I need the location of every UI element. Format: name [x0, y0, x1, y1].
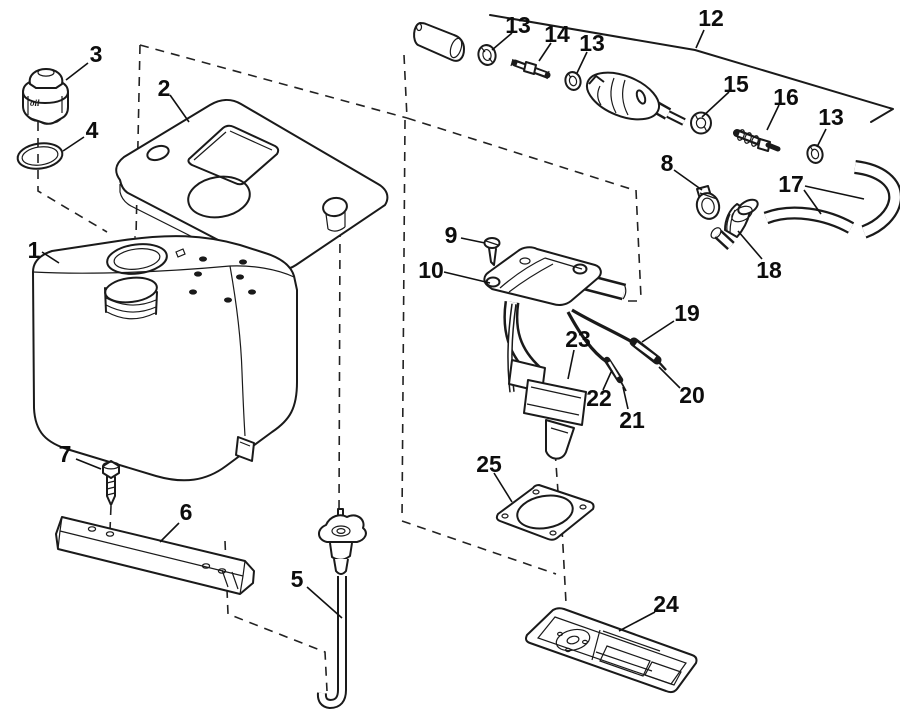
callout-16: 16 — [773, 84, 799, 110]
hose-kit-bracket-line — [489, 14, 894, 123]
cap-seal-ring — [16, 142, 64, 170]
hose-clamp-8 — [695, 185, 721, 220]
callout-19: 19 — [674, 300, 700, 326]
hose-kit-tube — [413, 22, 465, 62]
wire-lead-lower — [566, 311, 627, 392]
callout-14: 14 — [544, 21, 570, 47]
gasket — [495, 484, 595, 541]
callout-13a: 13 — [505, 12, 531, 38]
callout-18: 18 — [756, 257, 782, 283]
callout-25: 25 — [476, 451, 502, 477]
pickup-tube — [316, 508, 367, 710]
barbed-fitting-16 — [733, 129, 781, 152]
callout-1: 1 — [28, 237, 41, 263]
grommet-15 — [690, 111, 712, 135]
callout-3: 3 — [90, 41, 103, 67]
primer-bulb — [585, 71, 686, 126]
mounting-plate — [525, 607, 698, 694]
oil-tank — [32, 235, 298, 482]
wire-lead-upper — [571, 308, 667, 371]
callout-5: 5 — [291, 566, 304, 592]
callout-8: 8 — [661, 150, 674, 176]
callout-23: 23 — [565, 326, 591, 352]
callout-labels: 1 2 3 4 5 6 7 8 9 10 12 13 14 13 15 16 1… — [28, 5, 844, 617]
callout-2: 2 — [158, 75, 171, 101]
callout-6: 6 — [180, 499, 193, 525]
callout-13b: 13 — [579, 30, 605, 56]
callout-10: 10 — [418, 257, 444, 283]
elbow-fitting-18 — [710, 198, 759, 251]
mounting-bracket — [55, 516, 255, 595]
cover-screw — [483, 237, 501, 266]
cap-oil-text: oil — [30, 98, 40, 108]
callout-13c: 13 — [818, 104, 844, 130]
hose-17-upper — [853, 160, 900, 239]
callout-4: 4 — [86, 117, 99, 143]
hose-17-lower — [763, 206, 855, 234]
callout-24: 24 — [653, 591, 679, 617]
callout-21: 21 — [619, 407, 645, 433]
callout-20: 20 — [679, 382, 705, 408]
callout-15: 15 — [723, 71, 749, 97]
clamp-13b — [564, 71, 582, 91]
callout-12: 12 — [698, 5, 724, 31]
connector-fitting-14 — [510, 58, 551, 80]
tank-cover — [115, 99, 389, 277]
clamp-13c — [806, 144, 824, 164]
clamp-13a — [477, 44, 497, 66]
pump-cover-assembly — [483, 246, 627, 460]
leader-lines — [41, 29, 865, 632]
callout-22: 22 — [586, 385, 612, 411]
filler-cap: oil — [22, 68, 69, 125]
callout-17: 17 — [778, 171, 804, 197]
callout-9: 9 — [445, 222, 458, 248]
bracket-screw — [102, 460, 120, 506]
callout-7: 7 — [59, 441, 72, 467]
